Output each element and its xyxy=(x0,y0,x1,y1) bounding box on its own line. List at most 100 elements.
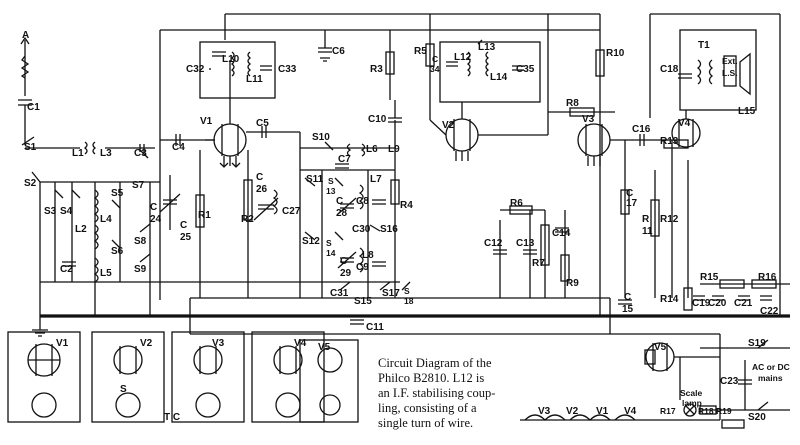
label-t1: T1 xyxy=(698,40,710,51)
label-r1: R1 xyxy=(198,210,211,221)
label-l14: L14 xyxy=(490,72,508,83)
heater-chain: V3 V2 V1 V4 xyxy=(538,406,637,417)
label-c29: 29 xyxy=(340,268,352,279)
caption-line-3: an I.F. stabilising coup- xyxy=(378,386,496,400)
label-c25-num: 25 xyxy=(180,232,192,243)
label-v5: V5 xyxy=(654,342,667,353)
label-s8: S8 xyxy=(134,236,147,247)
label-c24-num: 24 xyxy=(150,214,162,225)
label-s18-num: 18 xyxy=(404,296,414,306)
label-c34c: C xyxy=(432,54,438,64)
label-c31: C31 xyxy=(330,288,349,299)
label-s3: S3 xyxy=(44,206,57,217)
label-s16: S16 xyxy=(380,224,398,235)
label-c25: C xyxy=(180,220,187,231)
base-label-s: S xyxy=(120,384,127,395)
label-s14: S xyxy=(326,238,332,248)
label-ext: Ext. xyxy=(722,56,738,66)
label-s17: S17 xyxy=(382,288,400,299)
label-l9: L9 xyxy=(388,144,400,155)
base-label-v3: V3 xyxy=(212,338,225,349)
label-c26: C xyxy=(256,172,263,183)
label-lamp: lamp xyxy=(682,398,702,408)
label-ls: L.S. xyxy=(722,68,738,78)
label-s12: S12 xyxy=(302,236,320,247)
label-l15: L15 xyxy=(738,106,756,117)
label-l12: L12 xyxy=(454,52,472,63)
label-l3: L3 xyxy=(100,148,112,159)
heater-v2: V2 xyxy=(566,406,579,417)
label-s7: S7 xyxy=(132,180,145,191)
label-c10: C10 xyxy=(368,114,387,125)
label-l4: L4 xyxy=(100,214,112,225)
label-c20: C20 xyxy=(708,298,727,309)
label-r15: R15 xyxy=(700,272,719,283)
label-s4: S4 xyxy=(60,206,73,217)
label-c29c: C xyxy=(340,256,347,267)
label-c7: C7 xyxy=(338,154,351,165)
label-c28: 28 xyxy=(336,208,348,219)
heater-v1: V1 xyxy=(596,406,609,417)
label-c22: C22 xyxy=(760,306,779,317)
component-labels: A C1 S1 S2 L1 L3 C3 C4 S7 S3 S4 S5 L2 L4… xyxy=(22,30,790,423)
label-antenna: A xyxy=(22,30,29,41)
main-buses xyxy=(32,13,790,337)
aerial-section xyxy=(18,36,155,316)
label-r2: R2 xyxy=(241,214,254,225)
label-c28c: C xyxy=(336,196,343,207)
label-s1: S1 xyxy=(24,142,37,153)
label-s11: S11 xyxy=(306,174,324,185)
base-label-tc: T C xyxy=(164,412,180,423)
label-c6: C6 xyxy=(332,46,345,57)
label-s13: S xyxy=(328,176,334,186)
label-c11: C11 xyxy=(366,322,384,333)
label-c16: C16 xyxy=(632,124,651,135)
label-s10: S10 xyxy=(312,132,330,143)
label-v4: V4 xyxy=(678,118,691,129)
label-r8: R8 xyxy=(566,98,579,109)
label-c34: 34 xyxy=(430,64,440,74)
label-c19: C19 xyxy=(692,298,711,309)
base-label-v2: V2 xyxy=(140,338,153,349)
label-s15: S15 xyxy=(354,296,372,307)
label-r12: R12 xyxy=(660,214,679,225)
label-s9: S9 xyxy=(134,264,147,275)
label-s5: S5 xyxy=(111,188,124,199)
label-c2: C2 xyxy=(60,264,73,275)
label-c23: C23 xyxy=(720,376,739,387)
label-r10: R10 xyxy=(606,48,625,59)
v3-section xyxy=(548,49,668,305)
base-label-v1: V1 xyxy=(56,338,69,349)
label-c13: C13 xyxy=(516,238,535,249)
caption-line-5: single turn of wire. xyxy=(378,416,474,430)
label-c35: C35 xyxy=(516,64,535,75)
label-c17-num: 17 xyxy=(626,198,638,209)
label-r14: R14 xyxy=(660,294,679,305)
label-r7: R7 xyxy=(532,258,545,269)
label-c3: C3 xyxy=(134,148,147,159)
label-c18: C18 xyxy=(660,64,679,75)
label-r11: R xyxy=(642,214,650,225)
label-c15c: C xyxy=(624,292,631,303)
valve-base-diagrams xyxy=(7,331,359,423)
label-c27: C27 xyxy=(282,206,301,217)
caption-line-4: ling, consisting of a xyxy=(378,401,477,415)
heater-v4: V4 xyxy=(624,406,637,417)
if-transformers xyxy=(199,14,541,120)
label-r16: R16 xyxy=(758,272,777,283)
diagram-caption: Circuit Diagram of the Philco B2810. L12… xyxy=(378,356,526,431)
label-l10: L10 xyxy=(222,54,240,65)
label-c9: C9 xyxy=(356,262,369,273)
label-r11-num: 11 xyxy=(642,226,653,237)
caption-line-2: Philco B2810. L12 is xyxy=(378,371,485,385)
label-l7: L7 xyxy=(370,174,382,185)
label-r6: R6 xyxy=(510,198,523,209)
v2-section xyxy=(429,14,570,298)
label-r9: R9 xyxy=(566,278,579,289)
label-c30: C30 xyxy=(352,224,371,235)
label-s13-num: 13 xyxy=(326,186,336,196)
label-c24: C xyxy=(150,202,157,213)
label-l13: L13 xyxy=(478,42,496,53)
label-l5: L5 xyxy=(100,268,112,279)
